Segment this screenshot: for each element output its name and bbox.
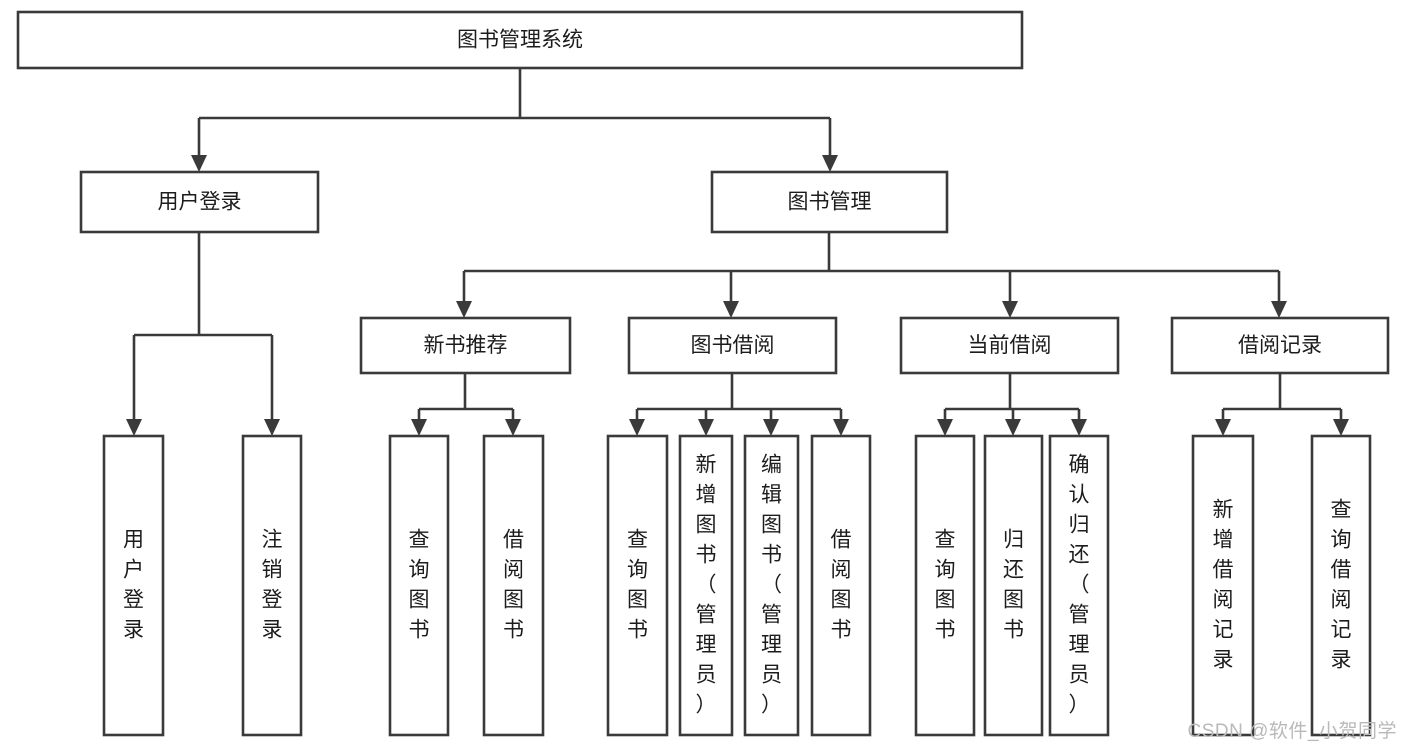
arrow-head-icon (1005, 419, 1021, 436)
node-box-root (16, 10, 1024, 70)
node-box-leaf-edit-book-admin (743, 434, 800, 737)
node-leaf-query-borrow-record[interactable]: 查询借阅记录 (1310, 434, 1372, 737)
node-box-leaf-borrow-book-recommend (482, 434, 545, 737)
node-label-leaf-query-book-current: 查询图书 (935, 528, 956, 641)
node-label-leaf-logout: 注销登录 (262, 528, 283, 641)
node-borrow-record[interactable]: 借阅记录 (1170, 316, 1390, 375)
node-box-leaf-confirm-return-admin (1048, 434, 1110, 737)
node-label-leaf-borrow-book: 借阅图书 (831, 528, 852, 641)
node-label-leaf-query-book-borrow: 查询图书 (627, 528, 648, 641)
node-box-user-login (79, 170, 320, 234)
node-label-borrow-record: 借阅记录 (1238, 334, 1322, 357)
node-book-management[interactable]: 图书管理 (710, 170, 949, 234)
node-leaf-confirm-return-admin[interactable]: 确认归还（管理员） (1048, 434, 1110, 737)
arrow-head-icon (822, 155, 838, 172)
node-label-leaf-add-borrow-record: 新增借阅记录 (1213, 498, 1234, 671)
arrow-head-icon (456, 301, 472, 318)
node-label-leaf-user-login: 用户登录 (123, 528, 144, 641)
node-label-current-borrow: 当前借阅 (968, 334, 1052, 357)
node-label-new-book-recommend: 新书推荐 (424, 334, 508, 357)
arrow-head-icon (1215, 419, 1231, 436)
arrow-head-icon (629, 419, 645, 436)
node-leaf-edit-book-admin[interactable]: 编辑图书（管理员） (743, 434, 800, 737)
node-box-borrow-record (1170, 316, 1390, 375)
node-label-book-management: 图书管理 (788, 191, 872, 214)
arrow-head-icon (1333, 419, 1349, 436)
node-box-book-management (710, 170, 949, 234)
node-label-user-login: 用户登录 (158, 191, 242, 214)
arrow-head-icon (763, 419, 779, 436)
arrow-head-icon (723, 301, 739, 318)
node-leaf-return-book[interactable]: 归还图书 (983, 434, 1044, 737)
node-label-leaf-query-book-recommend: 查询图书 (409, 528, 430, 641)
node-box-leaf-add-borrow-record (1191, 434, 1255, 737)
node-current-borrow[interactable]: 当前借阅 (899, 316, 1120, 375)
node-leaf-add-borrow-record[interactable]: 新增借阅记录 (1191, 434, 1255, 737)
node-label-leaf-edit-book-admin: 编辑图书（管理员） (761, 453, 782, 716)
node-leaf-add-book-admin[interactable]: 新增图书（管理员） (678, 434, 734, 737)
node-box-leaf-return-book (983, 434, 1044, 737)
node-label-book-borrow: 图书借阅 (691, 334, 775, 357)
node-label-leaf-query-borrow-record: 查询借阅记录 (1331, 498, 1352, 671)
node-box-current-borrow (899, 316, 1120, 375)
node-box-leaf-logout (241, 434, 303, 737)
arrow-head-icon (505, 419, 521, 436)
node-leaf-query-book-current[interactable]: 查询图书 (914, 434, 976, 737)
node-layer: 图书管理系统用户登录图书管理新书推荐图书借阅当前借阅借阅记录用户登录注销登录查询… (16, 10, 1390, 737)
node-root[interactable]: 图书管理系统 (16, 10, 1024, 70)
node-label-leaf-add-book-admin: 新增图书（管理员） (696, 453, 717, 716)
node-box-leaf-query-book-current (914, 434, 976, 737)
node-new-book-recommend[interactable]: 新书推荐 (359, 316, 572, 375)
arrow-head-icon (1002, 301, 1018, 318)
csdn-watermark: CSDN @软件_小贺同学 (1187, 721, 1397, 742)
node-leaf-logout[interactable]: 注销登录 (241, 434, 303, 737)
arrow-head-icon (126, 419, 142, 436)
node-box-leaf-query-borrow-record (1310, 434, 1372, 737)
arrow-head-icon (1071, 419, 1087, 436)
node-leaf-borrow-book-recommend[interactable]: 借阅图书 (482, 434, 545, 737)
node-box-leaf-user-login (102, 434, 165, 737)
node-label-leaf-return-book: 归还图书 (1003, 528, 1024, 641)
arrow-head-icon (937, 419, 953, 436)
node-book-borrow[interactable]: 图书借阅 (627, 316, 838, 375)
node-leaf-user-login[interactable]: 用户登录 (102, 434, 165, 737)
arrow-head-icon (833, 419, 849, 436)
node-box-leaf-add-book-admin (678, 434, 734, 737)
node-box-leaf-query-book-borrow (606, 434, 669, 737)
node-box-leaf-query-book-recommend (388, 434, 450, 737)
node-box-leaf-borrow-book (810, 434, 872, 737)
arrow-head-icon (191, 155, 207, 172)
node-label-leaf-confirm-return-admin: 确认归还（管理员） (1069, 453, 1090, 716)
connector-layer (126, 68, 1349, 436)
node-leaf-borrow-book[interactable]: 借阅图书 (810, 434, 872, 737)
arrow-head-icon (1271, 301, 1287, 318)
node-leaf-query-book-borrow[interactable]: 查询图书 (606, 434, 669, 737)
arrow-head-icon (411, 419, 427, 436)
arrow-head-icon (698, 419, 714, 436)
node-label-root: 图书管理系统 (457, 29, 583, 52)
node-box-book-borrow (627, 316, 838, 375)
node-leaf-query-book-recommend[interactable]: 查询图书 (388, 434, 450, 737)
node-label-leaf-borrow-book-recommend: 借阅图书 (503, 528, 524, 641)
arrow-head-icon (264, 419, 280, 436)
node-user-login[interactable]: 用户登录 (79, 170, 320, 234)
node-box-new-book-recommend (359, 316, 572, 375)
